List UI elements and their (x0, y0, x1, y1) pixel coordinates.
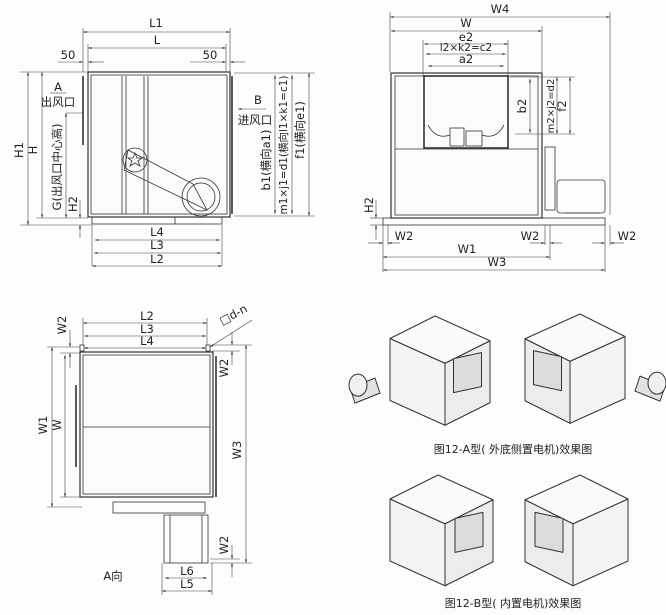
iso-type-a-left-motor (348, 373, 368, 397)
dim-b2: b2 (515, 99, 529, 114)
cabinet-body (79, 351, 214, 498)
dim-W4: W4 (491, 2, 510, 16)
iso-type-b-left-inlet-opening (454, 511, 484, 553)
dim-L1: L1 (149, 16, 163, 30)
dim-L2: L2 (140, 309, 154, 323)
dim-e2: e2 (459, 30, 473, 44)
dim-f1: f1(横向e1) (293, 101, 307, 159)
iso-type-a-right-motor (647, 371, 666, 395)
dim-W3: W3 (230, 441, 244, 460)
dim-L2: L2 (150, 252, 164, 266)
iso-type-a-right-top (524, 313, 626, 362)
dim-W2-top: W2 (55, 316, 69, 335)
dim-W3: W3 (488, 255, 507, 269)
dim-W: W (50, 419, 64, 430)
plan-view: L2 L3 L4 □d-n W2 W1 W W2 W3 W2 L6 L5 A向 (36, 301, 253, 595)
dim-H2: H2 (66, 196, 80, 212)
dim-W1: W1 (458, 242, 477, 256)
cabinet-body (87, 71, 231, 218)
dim-d2: m2×j2=d2 (546, 79, 557, 134)
dim-a2: a2 (459, 52, 473, 66)
dim-H2: H2 (362, 197, 376, 213)
base-rail (91, 216, 223, 225)
caption-type-b: 图12-B型( 内置电机)效果图 (445, 596, 582, 610)
dim-L3: L3 (150, 238, 164, 252)
dim-L3: L3 (140, 322, 154, 336)
dim-W: W (460, 16, 471, 30)
dim-L5: L5 (180, 577, 194, 591)
iso-type-b-left-top (389, 474, 494, 525)
isometric-views (348, 313, 666, 587)
dim-50-left: 50 (61, 48, 76, 62)
dim-W1: W1 (36, 416, 50, 435)
side-view: L1 L 50 50 H1 H G(出风口中心高) H2 A 出风口 B 进风口… (12, 16, 315, 268)
dim-G: G(出风口中心高) (50, 124, 64, 211)
dim-H1: H1 (12, 142, 26, 158)
dim-W2-mid: W2 (521, 229, 540, 243)
iso-type-b-right-top (524, 474, 629, 525)
view-direction-label: A向 (103, 569, 122, 583)
iso-type-a-left-top (389, 315, 491, 364)
dim-m1: m1×j1=d1(横向l1×k1=c1) (277, 75, 290, 214)
base-frame (382, 217, 606, 226)
inlet-opening (423, 75, 509, 149)
dim-W2-right: W2 (618, 229, 637, 243)
outlet-label: 出风口 (41, 95, 76, 109)
dim-L4: L4 (150, 225, 164, 239)
inlet-label: 进风口 (238, 113, 273, 127)
motor (181, 177, 221, 217)
dim-c2: l2×k2=c2 (440, 42, 492, 54)
motor (556, 179, 606, 214)
belt-drive (122, 147, 221, 217)
pulley (544, 146, 556, 211)
front-view: W4 W e2 l2×k2=c2 a2 b2 m2×j2=d2 f2 H2 W2… (362, 2, 636, 272)
dim-H: H (26, 146, 40, 155)
outlet-mark: A (54, 80, 62, 94)
dim-W2-right-top: W2 (217, 359, 231, 378)
iso-type-b-right-inlet-opening (534, 511, 564, 553)
dim-L: L (154, 33, 161, 47)
cabinet-body (390, 72, 543, 219)
fan-pulley (122, 147, 148, 173)
iso-type-a-right-inlet-opening (533, 350, 562, 392)
dim-b1: b1(横向a1) (259, 130, 273, 191)
caption-type-a: 图12-A型( 外底侧置电机)效果图 (434, 442, 593, 456)
dim-L6: L6 (180, 564, 194, 578)
dim-f2: f2 (555, 100, 569, 111)
hole-spec: □d-n (217, 301, 250, 327)
motor (163, 514, 209, 564)
dim-L4: L4 (140, 334, 154, 348)
dim-50-right: 50 (203, 48, 218, 62)
inlet-mark: B (254, 93, 262, 107)
motor-base (112, 501, 206, 514)
dim-W2-left: W2 (395, 229, 414, 243)
star-icon (126, 151, 144, 167)
iso-type-a-left-inlet-opening (453, 352, 482, 394)
dim-W2-right-bottom: W2 (217, 536, 231, 555)
